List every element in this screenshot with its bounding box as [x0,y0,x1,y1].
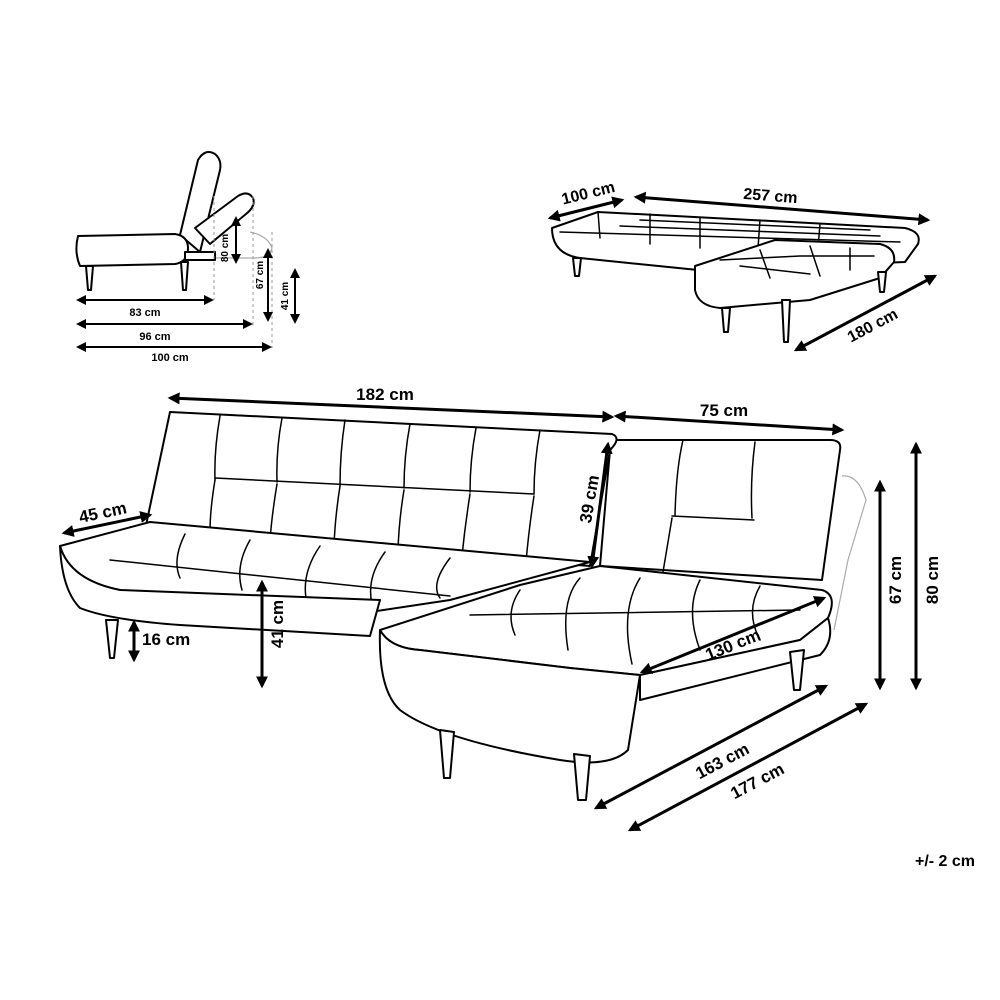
side-back-height-label: 80 cm [220,234,231,262]
leg-height-label: 16 cm [142,630,190,649]
chaise-seat-length-arrow [639,596,827,674]
side-reclined-depth-label: 96 cm [139,331,170,343]
bed-view-drawing [551,211,920,343]
chaise-width-label: 75 cm [700,401,748,420]
chaise-width-arrow [613,410,845,436]
bed-length-label: 257 cm [743,186,798,207]
seat-depth-arrow [61,511,153,537]
side-flat-depth-label: 100 cm [151,352,189,364]
sofa-width-arrow [167,392,615,423]
side-view-dimensions: 83 cm 96 cm 100 cm 80 cm 67 cm 41 cm [76,216,300,364]
main-sofa-drawing [59,411,867,801]
chaise-arm-height-label: 67 cm [886,556,905,604]
sofa-width-label: 182 cm [356,385,414,404]
bed-chaise-length-label: 180 cm [845,306,901,346]
tolerance-note: +/- 2 cm [915,853,975,870]
back-height-arrow [587,441,613,569]
side-view-drawing [75,151,273,348]
side-arm-height-label: 67 cm [255,261,266,289]
side-seat-depth-label: 83 cm [129,307,160,319]
bed-width-arrow [547,196,625,222]
total-height-label: 80 cm [923,556,942,604]
seat-height-label: 41 cm [268,600,287,648]
side-seat-height-label: 41 cm [280,282,291,310]
total-length-arrow [627,702,869,832]
bed-length-arrow [633,191,931,226]
total-length-label: 177 cm [727,759,787,803]
bed-chaise-length-arrow [793,274,938,352]
chaise-length-label: 163 cm [692,739,752,783]
